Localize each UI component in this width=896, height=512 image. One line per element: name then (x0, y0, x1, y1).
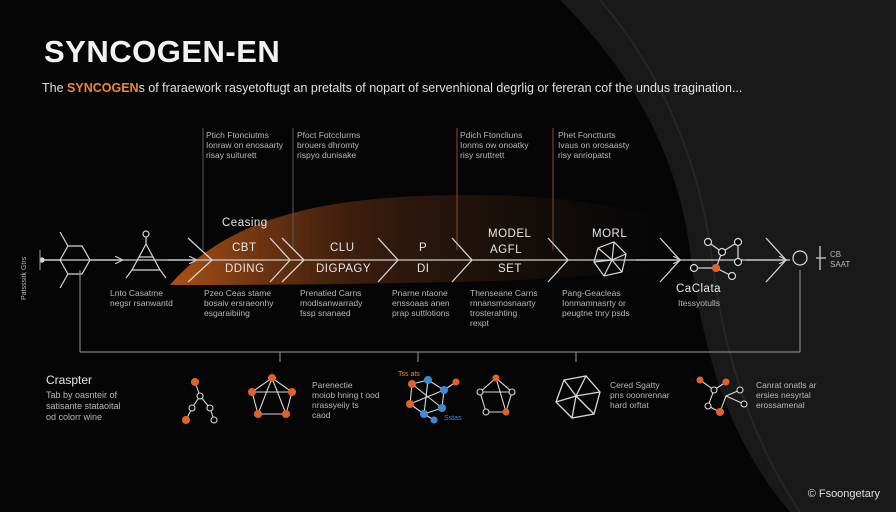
polyhedron-icon (593, 241, 627, 277)
stage-caption: Pang-Geacleas Ionmamnasrty or peugtne tn… (562, 288, 630, 318)
molecule-icon (476, 374, 516, 416)
stage-label: Ceasing (222, 217, 268, 229)
annotation-text: Pfoct Fotcclurms brouers dhromty rispyo … (297, 130, 361, 160)
chevron-icon (765, 237, 787, 283)
annotation-text: Ptich Ftonciutms Ionraw on enosaarty ris… (206, 130, 284, 160)
chevron-icon (659, 237, 681, 283)
molecule-tag: Tss ats (398, 371, 420, 378)
molecule-icon (689, 237, 743, 281)
subtitle-text: s of fraraework rasyetoftugt an pretalts… (138, 81, 743, 95)
chevron-icon (451, 237, 473, 283)
lower-caption: Parenectie moiob hning t ood nrassyeiiy … (312, 380, 380, 420)
feedback-bracket (79, 270, 801, 362)
output-node (792, 246, 826, 270)
stage-label: CBT (232, 242, 257, 254)
end-label: CB SAAT (830, 250, 851, 269)
side-label: Patsssitk Gtrs (21, 256, 28, 300)
glow-band (170, 195, 690, 285)
stage-label: CLU (330, 242, 355, 254)
molecule-icon (247, 373, 297, 419)
footer-brand: © Fsoongetary (807, 488, 880, 500)
section-title: Craspter (46, 373, 93, 387)
molecule-tag: Sstas (444, 415, 462, 422)
subtitle-highlight: SYNCOGEN (67, 81, 139, 95)
chevron-icon (547, 237, 569, 283)
annotation-text: Phet Fonctturts Ivaus on orosaasty risy … (558, 130, 630, 160)
stage-label: DIGPAGY (316, 263, 372, 275)
subtitle-prefix: The (42, 81, 68, 95)
stage-label: DI (417, 263, 430, 275)
chevron-icon (187, 237, 213, 283)
stage-caption: Thenseane Carns rnnansmosnaarty trostera… (470, 288, 538, 328)
annotation-text: Pdich Ftoncliuns Ionms ow onoatky risy s… (460, 130, 529, 160)
stage-caption: Prenatied Carns modisanwarrady fssp snan… (300, 288, 363, 318)
molecule-icon (405, 375, 460, 424)
molecule-icon (181, 377, 218, 425)
chevron-icon (281, 237, 305, 283)
page-title: SYNCOGEN-EN (44, 34, 281, 69)
stage-label: DDING (225, 263, 265, 275)
molecule-icon (696, 376, 748, 417)
stage-label: MORL (592, 228, 628, 240)
lower-caption: Cered Sgatty pns ooonrennar hard orftat (610, 380, 670, 410)
background-swoosh (560, 0, 896, 512)
section-description: Tab by oasnteir of satisante stataoital … (46, 390, 121, 422)
molecule-icon (125, 230, 167, 279)
stage-label: P (419, 242, 428, 254)
stage-label: MODEL (488, 228, 532, 240)
polyhedron-icon (555, 375, 601, 419)
stage-label: SET (498, 263, 522, 275)
stage-label: AGFL (490, 244, 523, 256)
chevron-icon (269, 237, 291, 283)
stage-caption: Lnto Casatme negsr rsanwantd (110, 288, 173, 308)
stage-caption: Pzeo Ceas stame bosaiv ersraeonhy esgara… (204, 288, 274, 318)
page-subtitle: The SYNCOGENs of fraraework rasyetoftugt… (42, 81, 742, 95)
molecule-icon (39, 231, 98, 289)
stage-caption: Pnarne ntaone enssoaas anen prap suttlot… (392, 288, 450, 318)
stage-label: CaClata (676, 283, 722, 295)
lower-caption: Canrat onatls ar ersies nesyrtal erossam… (756, 380, 817, 410)
chevron-icon (377, 237, 399, 283)
stage-caption: Itessyotulls (678, 298, 721, 308)
